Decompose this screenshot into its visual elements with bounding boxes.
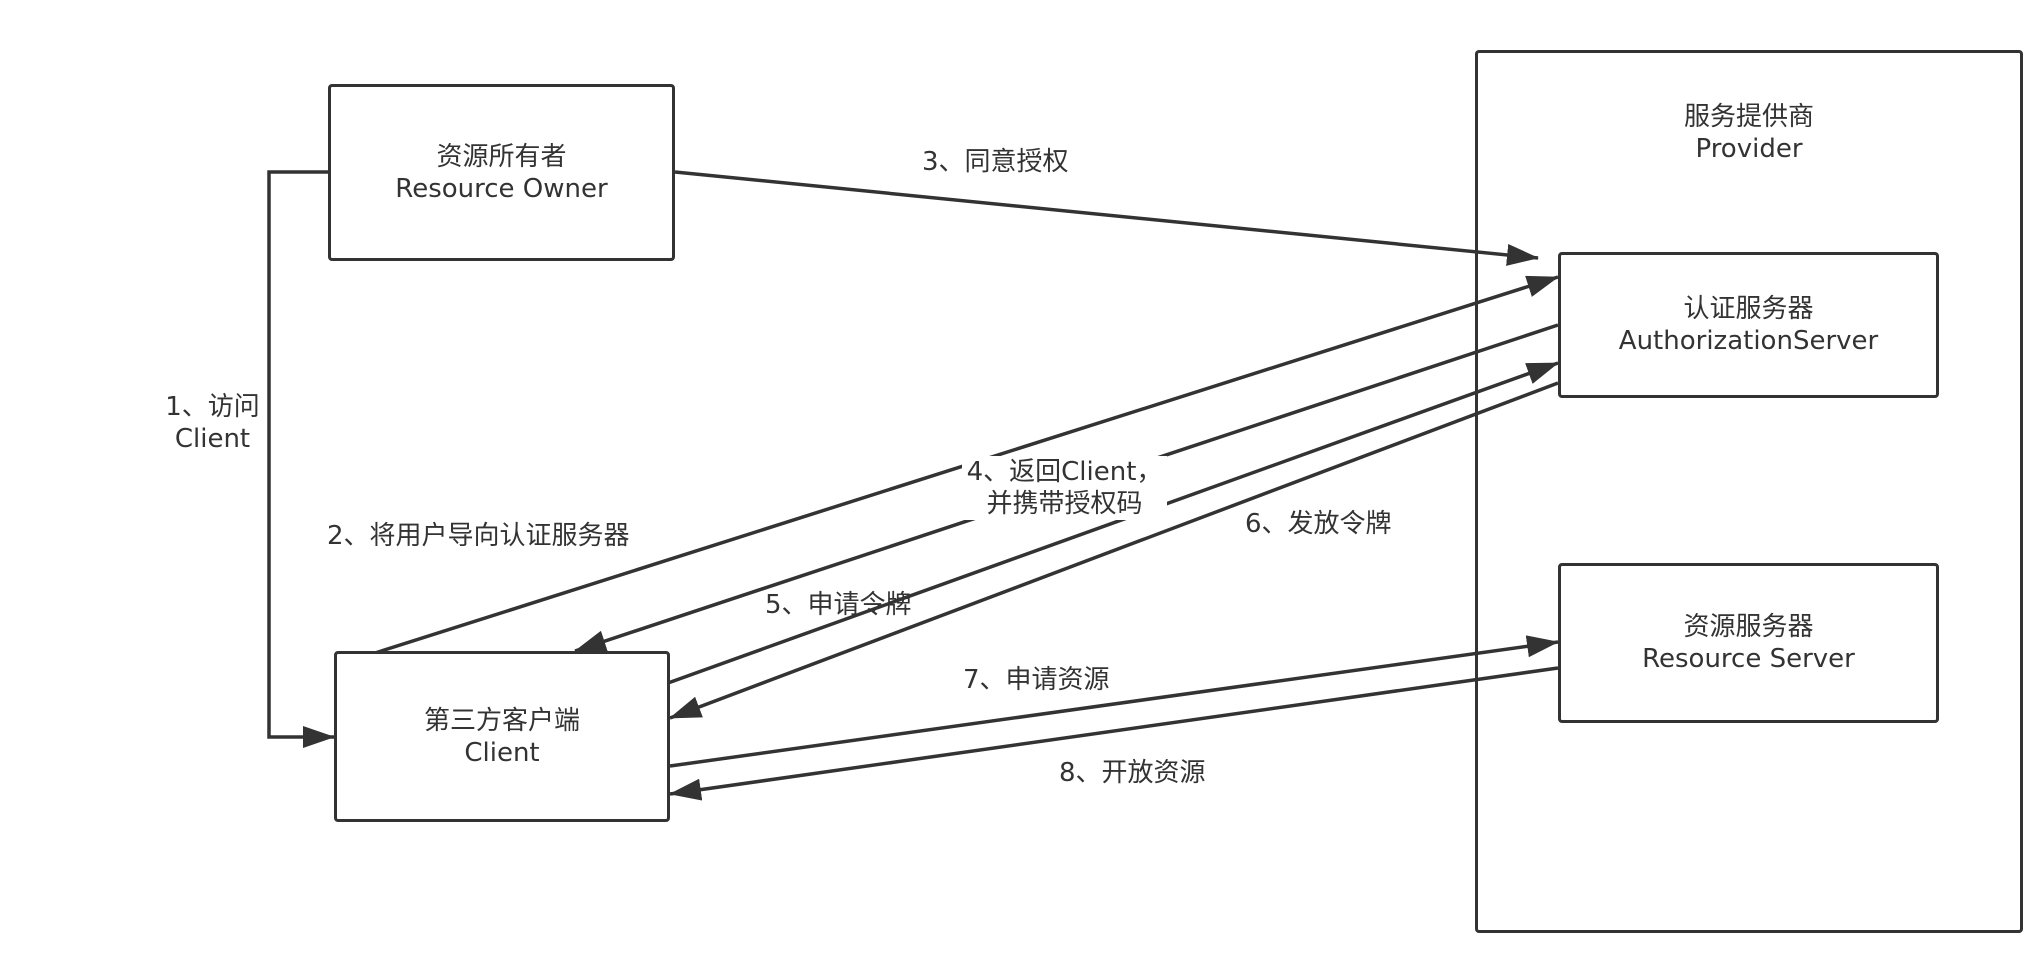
edge-label-step4: 4、返回Client， 并携带授权码 [962, 456, 1167, 520]
client-node: 第三方客户端 Client [334, 651, 670, 822]
resource-owner-node: 资源所有者 Resource Owner [328, 84, 675, 261]
auth-server-node: 认证服务器 AuthorizationServer [1558, 252, 1939, 398]
auth-server-title: 认证服务器 [1683, 294, 1814, 324]
client-title: 第三方客户端 [423, 705, 580, 736]
auth-server-subtitle: AuthorizationServer [1618, 326, 1879, 356]
resource-owner-title: 资源所有者 [436, 141, 567, 172]
resource-server-title: 资源服务器 [1683, 612, 1814, 642]
edge-label-step6: 6、发放令牌 [1245, 509, 1392, 539]
edge-label-step3: 3、同意授权 [922, 147, 1069, 177]
provider-subtitle: Provider [1695, 134, 1803, 164]
edge-step8-arrow [669, 666, 1559, 801]
resource-owner-subtitle: Resource Owner [395, 173, 608, 204]
edge-label-step1: 1、访问 Client [160, 391, 265, 455]
client-subtitle: Client [464, 737, 540, 768]
provider-title: 服务提供商 [1683, 102, 1814, 132]
edge-step5-arrow [667, 361, 1559, 685]
edge-label-step5: 5、申请令牌 [765, 590, 912, 620]
resource-server-node: 资源服务器 Resource Server [1558, 563, 1939, 723]
edge-step3-arrow [674, 170, 1539, 266]
edge-label-step1-line1: 1、访问 [165, 392, 260, 422]
edge-label-step7: 7、申请资源 [963, 665, 1110, 695]
edge-step7-arrow [669, 635, 1559, 768]
edge-label-step8: 8、开放资源 [1059, 758, 1206, 788]
edge-label-step2: 2、将用户导向认证服务器 [327, 521, 630, 551]
edge-step6-arrow [669, 381, 1559, 720]
edge-label-step1-line2: Client [174, 424, 251, 454]
edge-label-step4-line2: 并携带授权码 [986, 489, 1143, 519]
provider-container: 服务提供商 Provider [1475, 50, 2023, 933]
resource-server-subtitle: Resource Server [1642, 644, 1855, 674]
edge-step1-arrow [267, 170, 335, 748]
edge-label-step4-line1: 4、返回Client， [966, 457, 1163, 487]
